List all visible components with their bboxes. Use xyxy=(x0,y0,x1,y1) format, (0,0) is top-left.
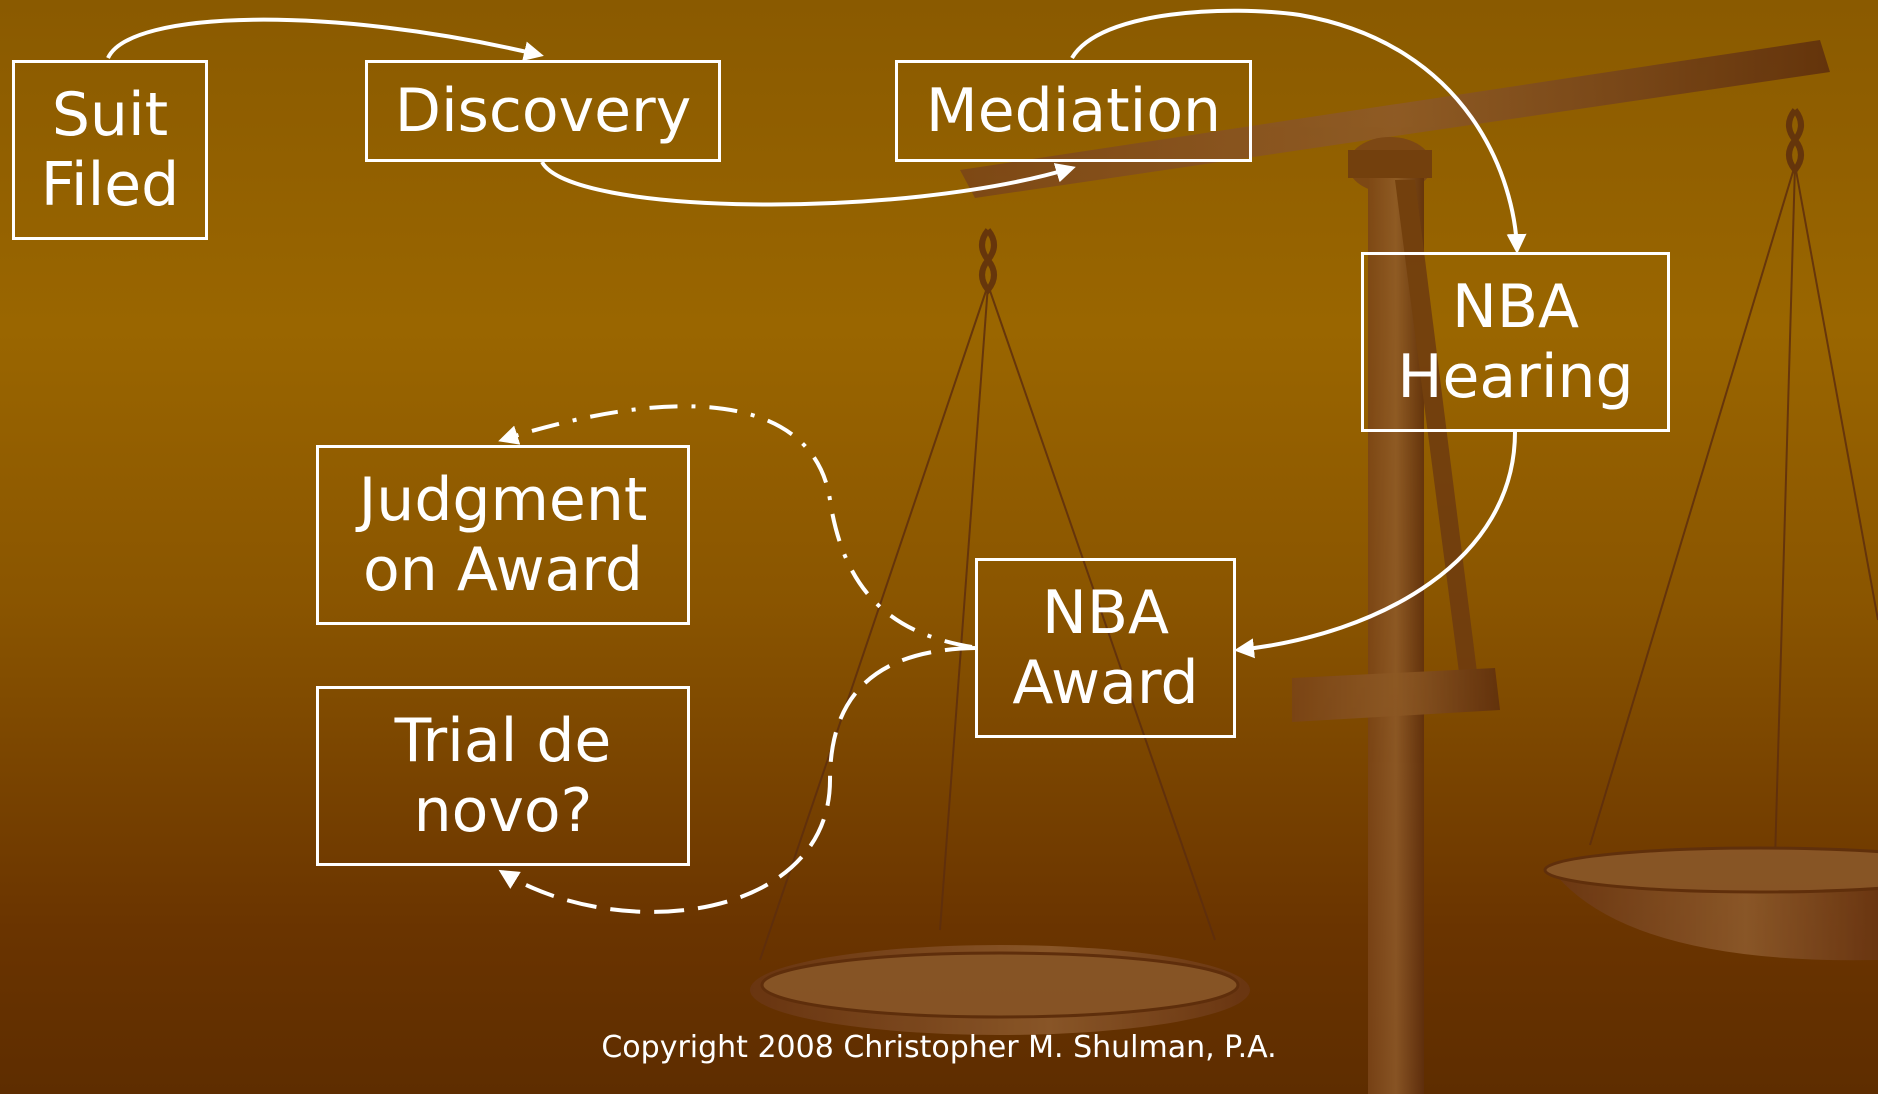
node-mediation: Mediation xyxy=(895,60,1252,162)
arrow-hearing-to-award xyxy=(1234,431,1517,659)
node-nba-hearing: NBA Hearing xyxy=(1361,252,1670,432)
node-suit-filed: Suit Filed xyxy=(12,60,208,240)
copyright-notice: Copyright 2008 Christopher M. Shulman, P… xyxy=(601,1030,1277,1065)
arrow-discovery-to-mediation xyxy=(540,160,1076,207)
arrow-mediation-to-hearing xyxy=(1070,8,1527,254)
node-judgment-on-award: Judgment on Award xyxy=(316,445,690,625)
node-nba-award: NBA Award xyxy=(975,558,1236,738)
arrow-suit-to-discovery xyxy=(106,17,544,62)
flow-arrows xyxy=(106,8,1527,914)
node-trial-de-novo: Trial de novo? xyxy=(316,686,690,866)
node-discovery: Discovery xyxy=(365,60,721,162)
arrow-award-to-trial xyxy=(498,646,976,914)
scales-of-justice-illustration xyxy=(750,40,1878,1094)
arrow-award-to-judgment xyxy=(498,404,973,649)
